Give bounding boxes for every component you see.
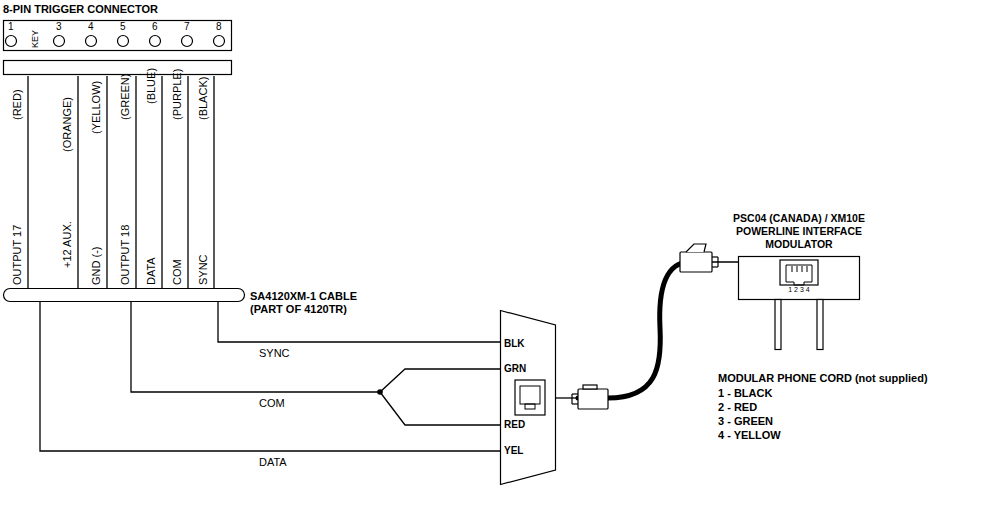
wire xyxy=(131,302,500,425)
wire-line xyxy=(161,76,162,288)
cable-jacket: SA4120XM-1 CABLE (PART OF 4120TR) xyxy=(3,288,245,302)
wire xyxy=(27,76,28,288)
cord-gap xyxy=(556,397,578,398)
wire-label: DATA xyxy=(258,456,288,469)
jack-pin-numbers: 1 2 3 4 xyxy=(780,286,818,294)
wire-line xyxy=(40,302,500,451)
wire-color: (RED) xyxy=(11,89,24,120)
trigger-connector-outline xyxy=(3,20,235,76)
trigger-connector: 8-PIN TRIGGER CONNECTOR xyxy=(3,20,235,76)
pin-number: 6 xyxy=(152,21,158,33)
pin-number: 1 xyxy=(8,21,14,33)
wire-color: (PURPLE) xyxy=(171,69,184,120)
wire-color-tag: BLK xyxy=(504,338,525,350)
wire xyxy=(161,76,162,288)
wire-name: GND (-) xyxy=(90,247,103,286)
cord-pin-color: 4 - YELLOW xyxy=(718,429,781,442)
wire-color: (ORANGE) xyxy=(61,97,74,152)
key-mark: KEY xyxy=(30,30,41,48)
cord-pin-color: 3 - GREEN xyxy=(718,415,773,428)
pin-number: 8 xyxy=(216,21,222,33)
cord-pin-color: 2 - RED xyxy=(718,401,757,414)
wire-name: OUTPUT 18 xyxy=(119,225,132,285)
wire-name: OUTPUT 17 xyxy=(11,225,24,285)
wire xyxy=(77,76,78,288)
wire-label: COM xyxy=(258,397,286,410)
wire-line xyxy=(213,76,214,288)
wire xyxy=(213,76,214,288)
wire-color: (BLACK) xyxy=(197,77,210,120)
wire-line xyxy=(187,76,188,288)
phone-cord xyxy=(556,262,738,398)
wire-name: DATA xyxy=(145,257,158,285)
cable-jacket-outline xyxy=(3,288,245,302)
cable-name: SA4120XM-1 CABLE (PART OF 4120TR) xyxy=(250,290,375,316)
wire-color-tag: YEL xyxy=(504,445,523,457)
wire-color: (YELLOW) xyxy=(90,81,103,134)
cord-note: MODULAR PHONE CORD (not supplied) xyxy=(718,372,928,385)
adapter-block-outline xyxy=(500,310,556,485)
wire-color: (GREEN) xyxy=(119,74,132,120)
connector-title: 8-PIN TRIGGER CONNECTOR xyxy=(3,3,158,16)
cord-pin-color: 1 - BLACK xyxy=(718,387,772,400)
wire xyxy=(40,302,500,451)
wire-line xyxy=(27,76,28,288)
wire xyxy=(106,76,107,288)
wire-name: +12 AUX. xyxy=(61,221,74,268)
pin-number: 4 xyxy=(88,21,94,33)
wire-color: (BLUE) xyxy=(145,68,158,104)
wire-line xyxy=(135,76,136,288)
wire-color-tag: GRN xyxy=(504,363,526,375)
wire xyxy=(187,76,188,288)
cord-line xyxy=(578,262,690,398)
powerline-module-outline xyxy=(738,256,860,300)
junction-dot xyxy=(377,389,383,395)
adapter-plug xyxy=(572,385,608,409)
powerline-module: PSC04 (CANADA) / XM10E POWERLINE INTERFA… xyxy=(738,256,860,300)
wire-color-tag: RED xyxy=(504,419,525,431)
wire-label: SYNC xyxy=(258,347,291,360)
pin-number: 3 xyxy=(56,21,62,33)
wire-line xyxy=(106,76,107,288)
adapter-block: BLK GRN RED YEL xyxy=(500,310,556,485)
wire xyxy=(135,76,136,288)
wire-name: SYNC xyxy=(197,254,210,285)
module-name: PSC04 (CANADA) / XM10E POWERLINE INTERFA… xyxy=(716,212,882,251)
module-plug xyxy=(680,244,718,272)
wire-line xyxy=(77,76,78,288)
pin-number: 7 xyxy=(184,21,190,33)
wire-name: COM xyxy=(171,259,184,285)
pin-number: 5 xyxy=(120,21,126,33)
wire-line xyxy=(131,302,500,425)
